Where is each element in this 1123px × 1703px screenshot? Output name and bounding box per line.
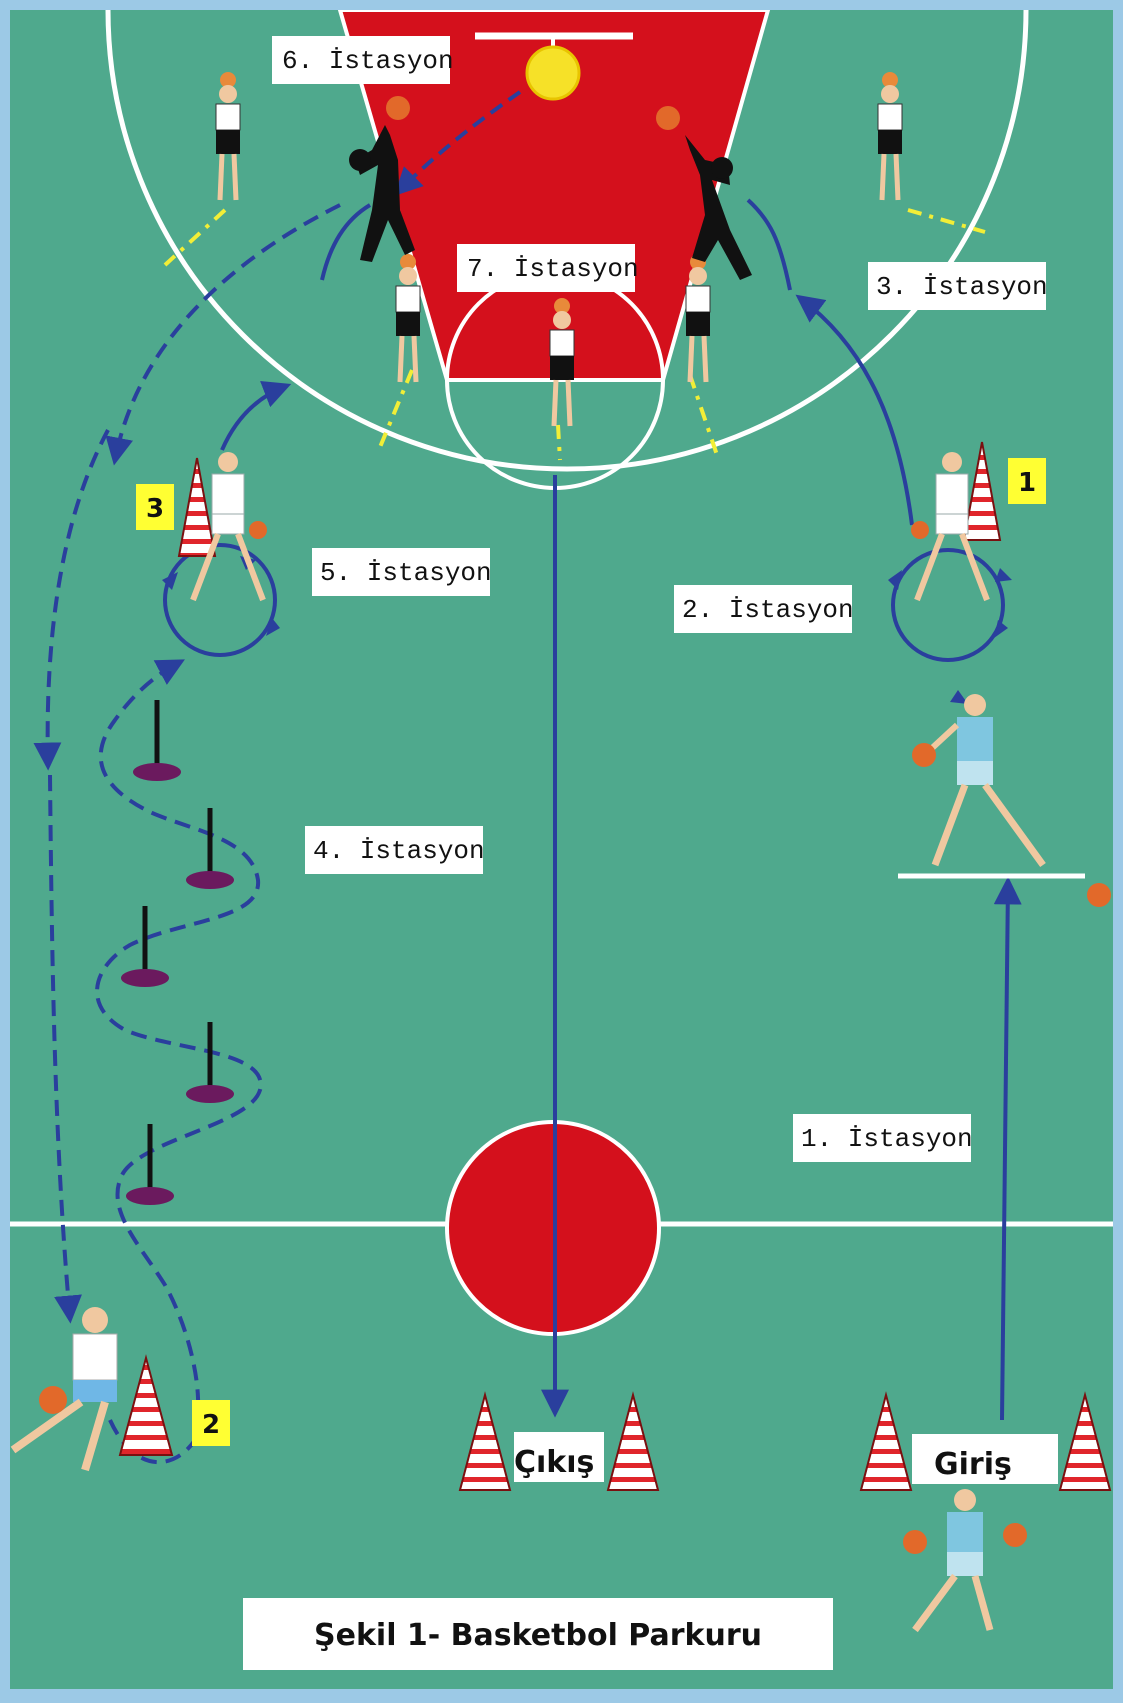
svg-text:6. İstasyon: 6. İstasyon <box>282 46 454 76</box>
label-exit: Çıkış <box>514 1432 604 1482</box>
label-station-3: 3. İstasyon <box>868 262 1048 310</box>
label-station-2: 2. İstasyon <box>674 585 854 633</box>
hoop <box>527 47 579 99</box>
svg-text:7. İstasyon: 7. İstasyon <box>467 254 639 284</box>
marker-3: 3 <box>136 484 174 530</box>
svg-text:3: 3 <box>146 494 164 524</box>
label-station-7: 7. İstasyon <box>457 244 639 292</box>
svg-text:5. İstasyon: 5. İstasyon <box>320 558 492 588</box>
svg-text:3. İstasyon: 3. İstasyon <box>876 272 1048 302</box>
marker-1: 1 <box>1008 458 1046 504</box>
svg-text:1: 1 <box>1018 468 1036 498</box>
svg-text:Şekil 1- Basketbol Parkuru: Şekil 1- Basketbol Parkuru <box>314 1618 762 1653</box>
marker-2: 2 <box>192 1400 230 1446</box>
svg-text:Çıkış: Çıkış <box>514 1445 594 1480</box>
label-station-4: 4. İstasyon <box>305 826 485 874</box>
label-station-6: 6. İstasyon <box>272 36 454 84</box>
svg-text:4. İstasyon: 4. İstasyon <box>313 836 485 866</box>
label-entry: Giriş <box>912 1434 1058 1484</box>
svg-text:2. İstasyon: 2. İstasyon <box>682 595 854 625</box>
label-station-1: 1. İstasyon <box>793 1114 973 1162</box>
svg-text:Giriş: Giriş <box>934 1447 1012 1482</box>
label-station-5: 5. İstasyon <box>312 548 492 596</box>
svg-text:2: 2 <box>202 1410 220 1440</box>
figure-caption: Şekil 1- Basketbol Parkuru <box>243 1598 833 1670</box>
svg-text:1. İstasyon: 1. İstasyon <box>801 1124 973 1154</box>
